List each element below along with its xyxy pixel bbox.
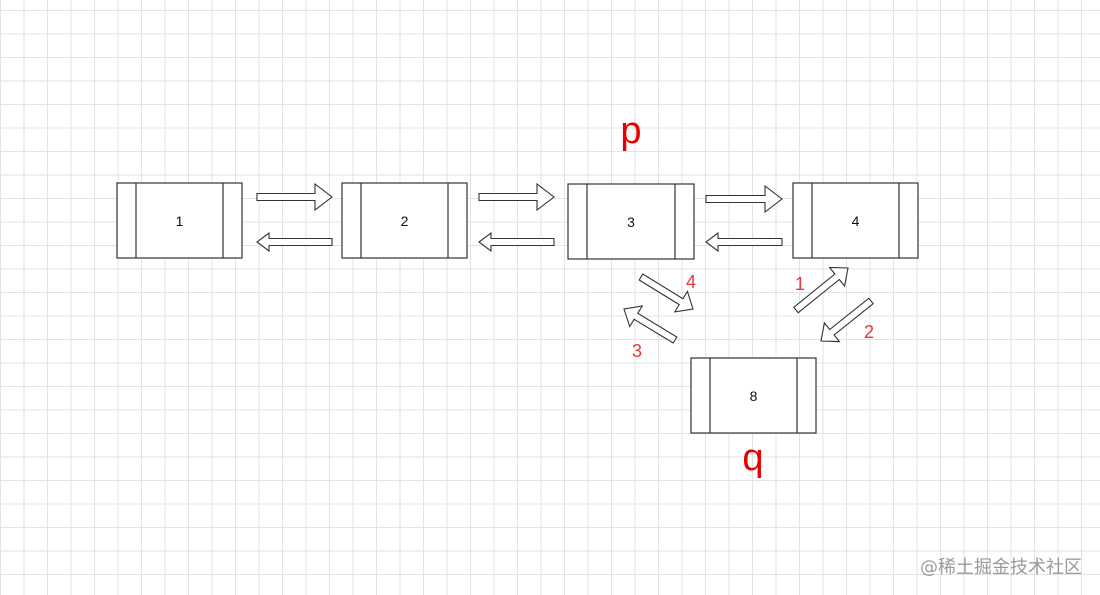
arrow-1-to-2-next — [256, 182, 333, 212]
arrow-3-to-2-prev — [478, 231, 555, 253]
node-4-label: 4 — [852, 213, 860, 229]
node-2-label: 2 — [401, 213, 409, 229]
node-8-label: 8 — [750, 388, 758, 404]
arrow-layer — [256, 182, 874, 344]
pointer-q-label: q — [742, 437, 763, 479]
node-8: 8 — [690, 357, 817, 434]
arrow-4-to-8-step-2 — [820, 297, 874, 343]
node-8-box — [690, 357, 817, 434]
arrow-8-to-3-step-3 — [623, 305, 678, 344]
node-4-box — [792, 182, 919, 259]
node-3-label: 3 — [627, 214, 635, 230]
node-1: 1 — [116, 182, 243, 259]
arrow-4-to-3-prev — [705, 231, 783, 253]
node-4: 4 — [792, 182, 919, 259]
node-2-box — [341, 182, 468, 259]
arrow-2-to-1-prev — [256, 231, 333, 253]
node-1-box — [116, 182, 243, 259]
step-2-label: 2 — [864, 322, 874, 342]
step-3-label: 3 — [632, 341, 642, 361]
step-4-label: 4 — [686, 272, 696, 292]
watermark: @稀土掘金技术社区 — [920, 557, 1082, 578]
node-2: 2 — [341, 182, 468, 259]
arrow-2-to-3-next — [478, 182, 555, 212]
arrow-8-to-4-step-1 — [793, 266, 849, 314]
node-3: 3 — [567, 183, 695, 260]
node-1-label: 1 — [176, 213, 184, 229]
arrow-3-to-8-step-4 — [638, 273, 694, 313]
step-1-label: 1 — [795, 274, 805, 294]
arrow-3-to-4-next — [705, 184, 783, 214]
pointer-p-label: p — [620, 110, 641, 152]
node-3-box — [567, 183, 695, 260]
